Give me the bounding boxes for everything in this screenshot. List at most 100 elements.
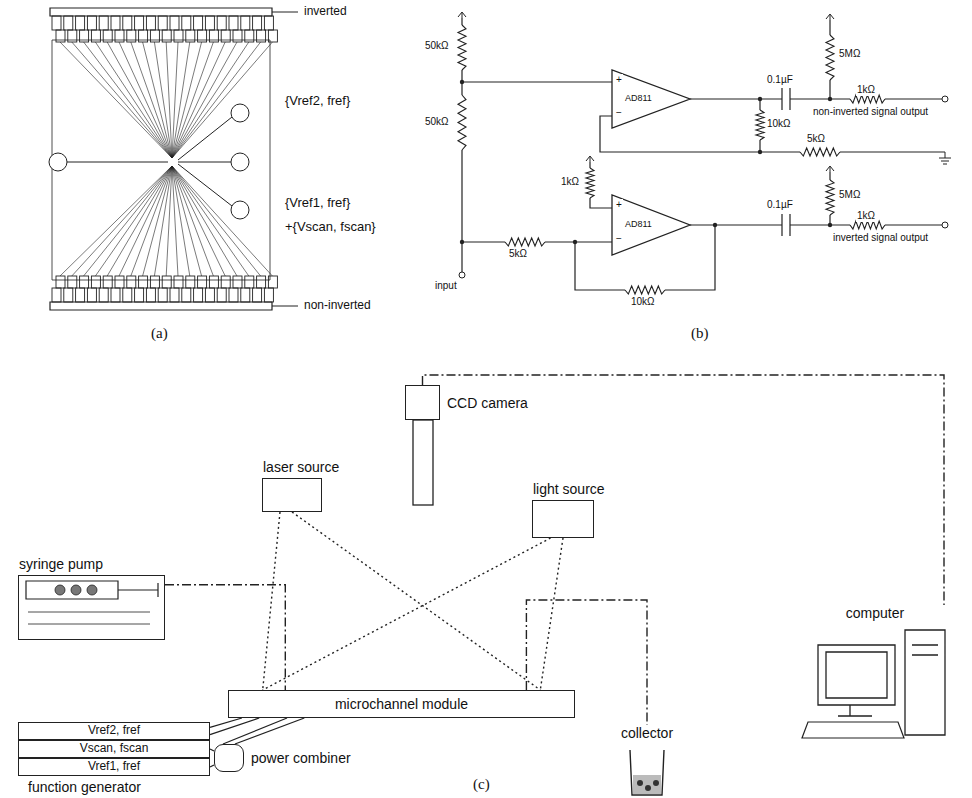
electrode-pad xyxy=(194,16,203,30)
electrode-pad xyxy=(217,288,226,302)
circuit-label: 1kΩ xyxy=(856,84,876,96)
electrode-line xyxy=(143,42,172,158)
electrode-pad xyxy=(209,30,218,42)
electrode-line xyxy=(154,166,172,276)
wire xyxy=(461,150,462,272)
supply-symbol xyxy=(826,14,834,20)
electrode-line xyxy=(119,166,172,276)
node-label: computer xyxy=(846,605,904,621)
contact-pad xyxy=(231,201,249,219)
electrode-pad xyxy=(111,16,120,30)
electrode-line xyxy=(84,42,172,158)
electrode-pad xyxy=(127,276,136,288)
electrode-pad xyxy=(198,276,207,288)
circuit-label: − xyxy=(615,107,623,119)
electrode-bus xyxy=(50,302,272,310)
circuit-label: AD811 xyxy=(624,93,653,103)
electrode-pad xyxy=(80,276,89,288)
electrode-pad xyxy=(217,16,226,30)
electrode-line xyxy=(172,166,261,276)
node-label: power combiner xyxy=(251,750,351,766)
contact-pad xyxy=(231,104,249,122)
electrode-pad xyxy=(257,30,266,42)
generator-channel: Vscan, fscan xyxy=(18,740,210,758)
resistor-symbol xyxy=(458,95,466,150)
terminal xyxy=(459,272,465,278)
electrode-line xyxy=(172,42,225,158)
electrode-pad xyxy=(150,276,159,288)
electrode-line xyxy=(178,164,232,206)
electrode-line xyxy=(107,42,172,158)
electrode-pad xyxy=(123,288,132,302)
wire xyxy=(545,241,612,242)
wire xyxy=(462,241,505,242)
generator-channel: Vref1, fref xyxy=(18,758,210,776)
electrode-line xyxy=(119,42,172,158)
resistor-symbol xyxy=(625,286,665,294)
electrode-pad xyxy=(182,16,191,30)
electrode-line xyxy=(172,166,213,276)
circuit-label: 50kΩ xyxy=(424,40,450,52)
electrode-pad xyxy=(174,276,183,288)
wire xyxy=(759,99,760,110)
electrode-pad xyxy=(209,276,218,288)
leader-line xyxy=(272,12,298,13)
electrode-line xyxy=(154,42,172,158)
electrode-line xyxy=(131,42,172,158)
resistor-symbol xyxy=(826,35,834,80)
wire xyxy=(590,198,612,208)
resistor-symbol xyxy=(458,25,466,70)
electrode-line xyxy=(172,42,261,158)
wire xyxy=(461,18,462,25)
wire xyxy=(575,242,625,290)
wire xyxy=(690,214,850,236)
circuit-label: non-inverted signal output xyxy=(812,106,929,118)
equipment-box: CCD camera xyxy=(405,385,440,420)
electrode-pad xyxy=(146,288,155,302)
electrode-pad xyxy=(56,30,65,42)
electrode-pad xyxy=(205,16,214,30)
wire xyxy=(840,151,945,152)
electrode-pad xyxy=(103,30,112,42)
wire xyxy=(665,225,715,290)
electrode-pad xyxy=(52,288,61,302)
electrode-pad xyxy=(68,30,77,42)
particle xyxy=(653,780,659,786)
junction-dot xyxy=(828,97,832,101)
generator-channel: Vref2, fref xyxy=(18,722,210,740)
cable xyxy=(223,718,287,744)
electrode-pad xyxy=(198,30,207,42)
electrode-pad xyxy=(91,276,100,288)
node-label: laser source xyxy=(263,459,339,475)
electrode-pad xyxy=(87,16,96,30)
resistor-symbol xyxy=(826,180,834,215)
resistor-symbol xyxy=(800,148,840,156)
light-path xyxy=(540,538,563,690)
resistor-symbol xyxy=(505,238,545,246)
electrode-pad xyxy=(221,30,230,42)
wire xyxy=(885,98,942,99)
electrode-pad xyxy=(115,276,124,288)
particle xyxy=(645,785,651,791)
electrode-pad xyxy=(170,288,179,302)
panel-label: (c) xyxy=(472,776,491,793)
electrode-line xyxy=(95,42,172,158)
resistor-symbol xyxy=(756,110,764,140)
equipment-box: laser source xyxy=(262,478,322,512)
light-path xyxy=(292,512,540,690)
liquid xyxy=(633,775,661,794)
circuit-label: 1kΩ xyxy=(856,210,876,222)
electrode-line xyxy=(172,166,272,276)
electrode-pad xyxy=(123,16,132,30)
tower-drawing xyxy=(905,630,945,735)
electrode-pad xyxy=(229,288,238,302)
electrode-bus xyxy=(50,8,272,16)
electrode-pad xyxy=(158,16,167,30)
electrode-line xyxy=(60,42,172,158)
electrode-pad xyxy=(245,30,254,42)
wire xyxy=(829,20,830,35)
electrode-pad xyxy=(150,30,159,42)
electrode-pad xyxy=(139,276,148,288)
electrode-pad xyxy=(174,30,183,42)
